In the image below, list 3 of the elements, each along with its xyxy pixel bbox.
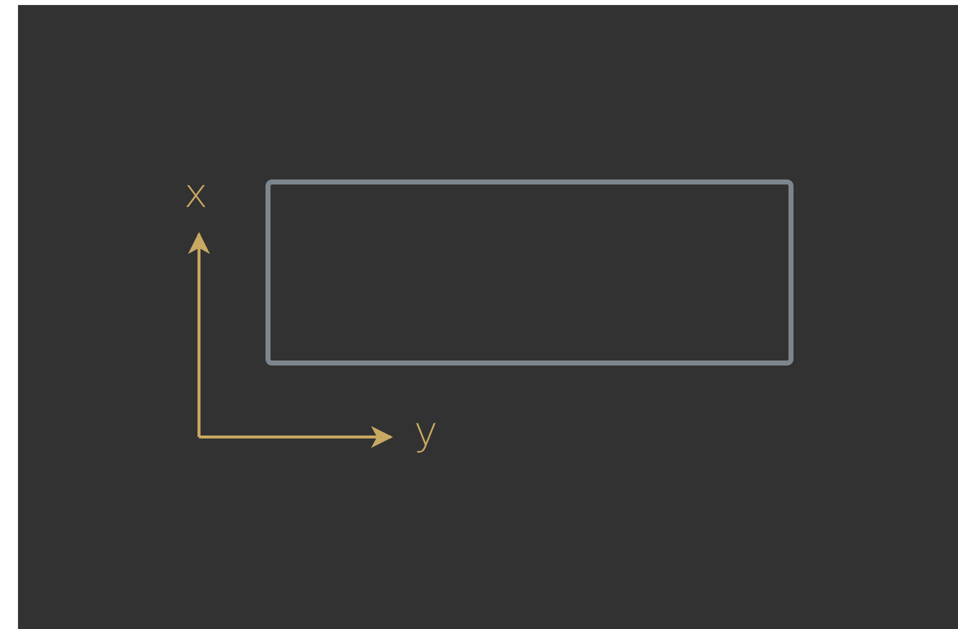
axis-label: x — [184, 174, 208, 214]
rectangle-outline — [266, 180, 794, 366]
axis-label: y — [414, 412, 438, 452]
